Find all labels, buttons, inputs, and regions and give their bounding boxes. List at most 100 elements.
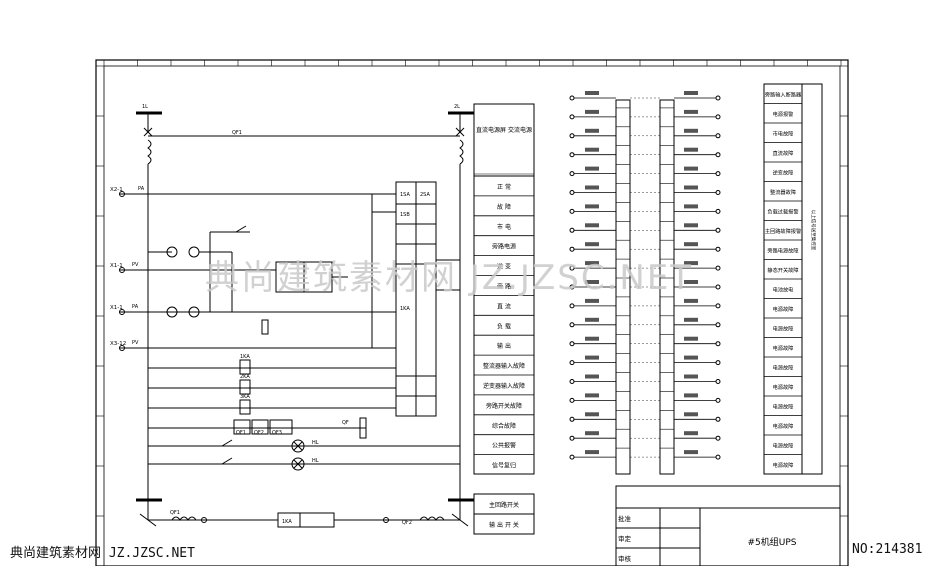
signal-panel-row: 旁路开关故障 — [486, 402, 522, 410]
right-panel-row: 电源故障 — [773, 461, 794, 469]
right-panel-row: 电源故障 — [773, 403, 794, 411]
wire-terminal — [569, 171, 575, 177]
right-panel-row: 整流器故障 — [770, 188, 796, 196]
title-block: 批准 审定 审核 #5机组UPS — [615, 485, 841, 567]
terminal-label-3: X1-1 — [110, 305, 123, 311]
right-panel-row: 旁路电源故障 — [767, 247, 798, 255]
drawing-title: #5机组UPS — [748, 536, 797, 548]
inner-border — [103, 65, 841, 567]
wire-tag — [684, 336, 698, 341]
svg-text:QF2: QF2 — [402, 520, 412, 526]
wire-tag — [684, 280, 698, 284]
wire-tag — [684, 393, 698, 398]
signal-panel-row: 直 流 — [497, 302, 511, 310]
svg-text:QF1: QF1 — [236, 430, 246, 436]
wire-terminal — [569, 227, 575, 233]
wire-terminal — [569, 208, 575, 214]
wire-terminal — [569, 95, 575, 101]
border-ruler-top — [103, 60, 842, 66]
wire-tag — [684, 91, 698, 95]
right-panel-row: 电源故障 — [773, 383, 794, 391]
wire-tag — [585, 336, 599, 341]
right-panel-row: 逆变故障 — [773, 169, 794, 177]
wire-tag — [585, 223, 599, 228]
signal-panel-row: 公共报警 — [492, 442, 516, 450]
wire-tag — [684, 242, 698, 247]
wire-tag — [585, 242, 599, 247]
wire-tag — [585, 393, 599, 398]
right-panel-row: 电源故障 — [773, 442, 794, 450]
terminal-label-2: X1-1 — [110, 263, 123, 269]
wire-terminal — [569, 360, 575, 366]
terminal-label-1: X2-1 — [110, 187, 123, 193]
svg-text:QF1: QF1 — [170, 510, 180, 516]
right-panel-row: 电源故障 — [773, 325, 794, 333]
wire-terminal — [569, 435, 575, 441]
wire-tag — [684, 261, 698, 266]
wire-tag — [585, 91, 599, 95]
right-panel-row: 电池放电 — [773, 286, 794, 294]
wire-tag — [684, 412, 698, 417]
svg-text:3KA: 3KA — [240, 394, 250, 400]
watermark-main: 典尚建筑素材网 JZ.JZSC.NET — [205, 258, 694, 298]
terminal-strip-right — [659, 91, 721, 475]
svg-text:QF1: QF1 — [232, 130, 242, 136]
wire-terminal — [715, 114, 721, 120]
wire-tag — [684, 450, 698, 455]
wire-tag — [585, 147, 599, 152]
wire-terminal — [715, 171, 721, 177]
signal-panel-header: 直流电源屏 交流电源 — [476, 126, 532, 134]
wire-tag — [684, 109, 698, 114]
signal-panel-row: 旁 路 — [497, 283, 511, 291]
terminal-label-group: X2-1 X1-1 X1-1 X3-12 — [110, 187, 126, 347]
signal-panel-row: 旁路电源 — [492, 243, 516, 251]
title-label-verify: 审定 — [618, 534, 632, 543]
wire-terminal — [715, 454, 721, 460]
svg-text:1SB: 1SB — [400, 212, 410, 218]
bottom-panel-row-2: 输 出 开 关 — [489, 521, 519, 529]
wire-terminal — [569, 397, 575, 403]
wire-tag — [585, 298, 599, 303]
signal-panel-row: 逆 变 — [497, 263, 511, 271]
wire-tag — [684, 223, 698, 228]
signal-panel-row: 负 载 — [497, 322, 511, 330]
wire-terminal — [569, 152, 575, 158]
wire-terminal — [715, 246, 721, 252]
wire-tag — [684, 374, 698, 379]
signal-panel-row: 整流器输入故障 — [483, 362, 525, 370]
svg-text:HL: HL — [312, 440, 319, 446]
right-panel-row: 主回路故障报警 — [765, 227, 801, 235]
svg-text:1SA: 1SA — [400, 192, 410, 198]
wire-terminal — [715, 379, 721, 384]
wire-terminal — [715, 397, 721, 403]
right-panel-row: 市电故障 — [773, 130, 794, 138]
wire-tag — [684, 204, 698, 209]
wire-tag — [684, 166, 698, 171]
signal-panel-row: 综合故障 — [492, 422, 516, 430]
wire-tag — [585, 412, 599, 417]
wire-tag — [684, 298, 698, 303]
wire-terminal — [569, 114, 575, 120]
wire-tag — [585, 355, 599, 360]
wire-terminal — [715, 190, 721, 195]
wire-terminal — [715, 133, 721, 139]
wire-tag — [585, 185, 599, 190]
wire-tag — [684, 355, 698, 360]
svg-text:PA: PA — [138, 186, 145, 192]
wire-tag — [684, 317, 698, 322]
svg-text:QF3: QF3 — [272, 430, 282, 436]
wire-tag — [585, 166, 599, 171]
wire-terminal — [715, 303, 721, 309]
terminal-strip-left — [569, 91, 660, 475]
svg-text:PV: PV — [132, 340, 139, 346]
svg-text:1KA: 1KA — [400, 306, 410, 312]
power-circuit — [119, 111, 474, 528]
right-panel-row: 电源故障 — [773, 344, 794, 352]
bottom-panel: 主回路开关 输 出 开 关 — [473, 493, 535, 535]
wire-tag — [585, 374, 599, 379]
wire-terminal — [569, 416, 575, 422]
footer-watermark-left: 典尚建筑素材网 JZ.JZSC.NET — [10, 546, 195, 561]
wire-tag — [684, 431, 698, 436]
svg-text:2SA: 2SA — [420, 192, 430, 198]
